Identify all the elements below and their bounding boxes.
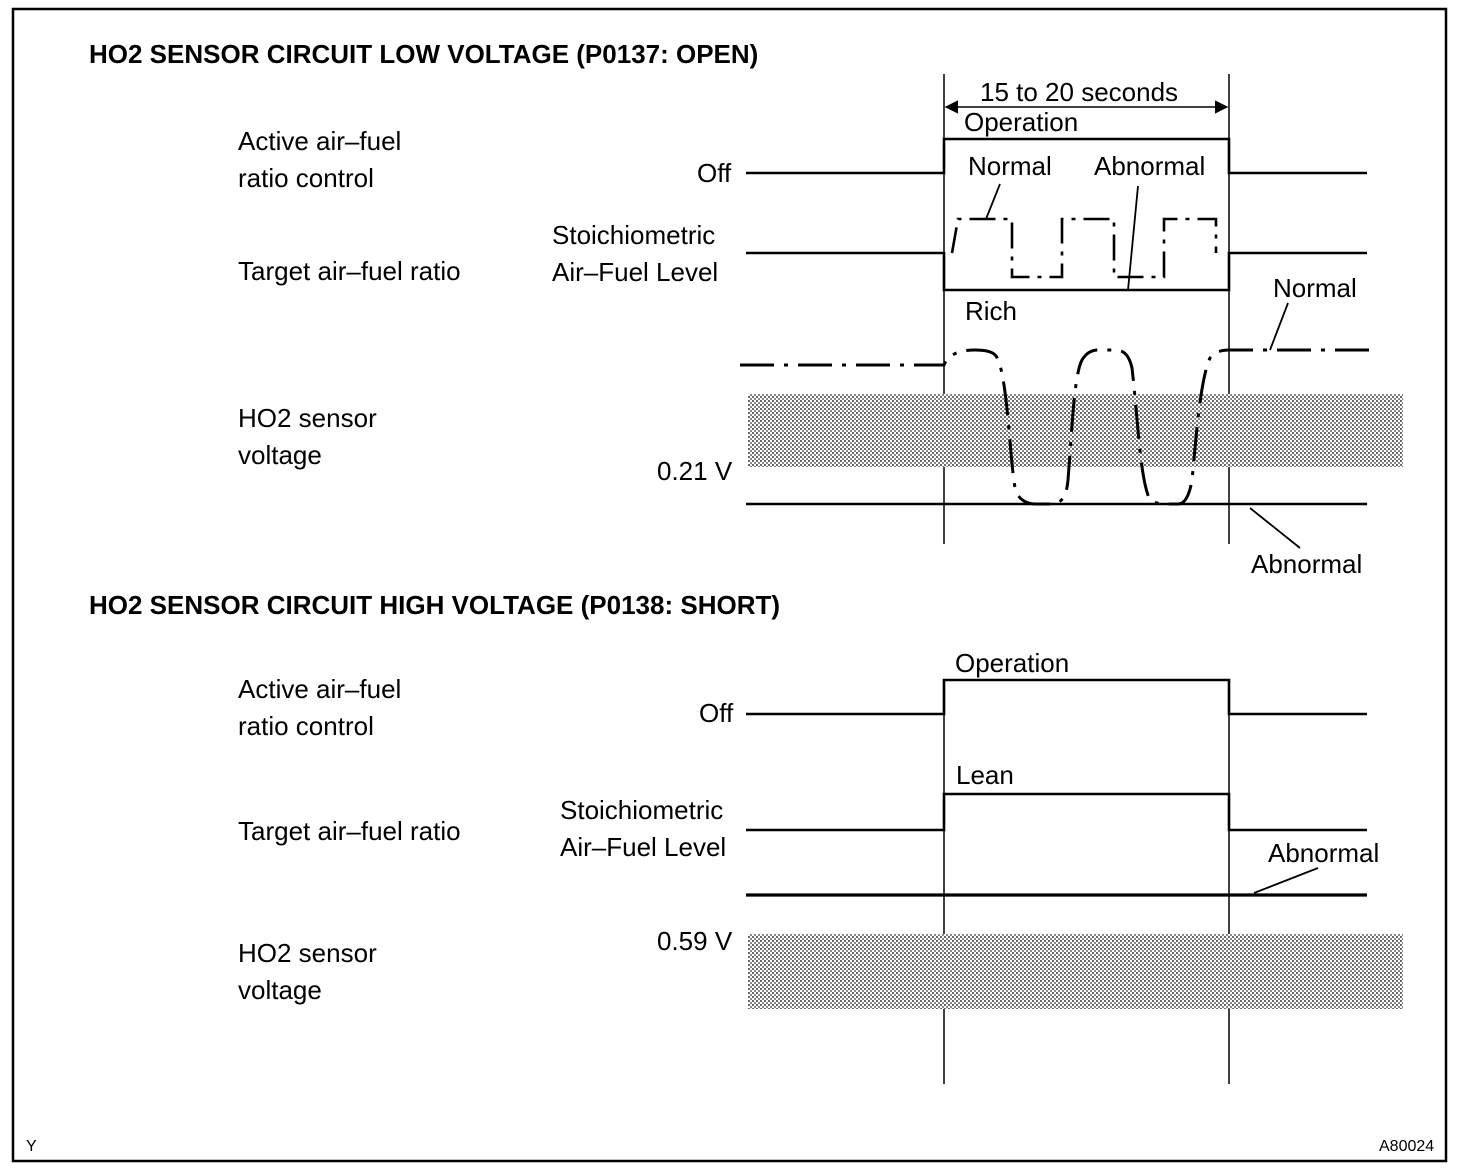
section2-stoich-label-line2: Air–Fuel Level [560,832,726,862]
section2-active-control-signal [746,678,1367,716]
section1-off-label: Off [697,158,732,188]
section2-active-label-line2: ratio control [238,711,374,741]
section1-abnormal-leader-1 [1127,185,1139,291]
section1-sensor-label-line1: HO2 sensor [238,403,377,433]
section2-abnormal-leader [1253,867,1319,894]
page-border [11,7,1448,1163]
section2-title: HO2 SENSOR CIRCUIT HIGH VOLTAGE (P0138: … [89,590,780,620]
section2-stoich-label-line1: Stoichiometric [560,795,723,825]
section1-normal-label-2: Normal [1273,273,1357,303]
section1-abnormal-label-2: Abnormal [1251,549,1362,579]
section1-normal-voltage-wave [740,348,1372,506]
section1-normal-label-1: Normal [968,151,1052,181]
section1-target-label: Target air–fuel ratio [238,256,461,286]
section1-sensor-label-line2: voltage [238,440,322,470]
section2-off-label: Off [699,698,734,728]
section2-lean-label: Lean [956,760,1014,790]
section2-sensor-label-line2: voltage [238,975,322,1005]
section2-active-label-line1: Active air–fuel [238,674,401,704]
section2-voltage-band [748,934,1403,1009]
section1-voltage-label: 0.21 V [657,456,733,486]
section2-voltage-label: 0.59 V [657,926,733,956]
section2-target-ratio-signal [746,792,1367,832]
section1-normal-leader-1 [985,183,1001,220]
section2-abnormal-label: Abnormal [1268,838,1379,868]
duration-label: 15 to 20 seconds [980,77,1178,107]
section1-rich-label: Rich [965,296,1017,326]
section2-operation-label: Operation [955,648,1069,678]
section1-normal-leader-2 [1269,302,1289,351]
section1-stoich-label-line1: Stoichiometric [552,220,715,250]
section1-stoich-label-line2: Air–Fuel Level [552,257,718,287]
section1-active-label-line1: Active air–fuel [238,126,401,156]
footer-right-code: A80024 [1379,1138,1434,1155]
section1-abnormal-label-1: Abnormal [1094,151,1205,181]
section1-target-ratio-signal [746,251,1367,292]
section1-active-label-line2: ratio control [238,163,374,193]
section2-target-label: Target air–fuel ratio [238,816,461,846]
section1-target-normal-wave [950,217,1218,279]
section1-title: HO2 SENSOR CIRCUIT LOW VOLTAGE (P0137: O… [89,39,758,69]
section1-abnormal-leader-2 [1249,507,1301,549]
section1-operation-label: Operation [964,107,1078,137]
section1-active-control-signal [746,137,1367,175]
footer-left-code: Y [26,1138,37,1155]
section1-voltage-band [748,394,1403,467]
section2-sensor-label-line1: HO2 sensor [238,938,377,968]
